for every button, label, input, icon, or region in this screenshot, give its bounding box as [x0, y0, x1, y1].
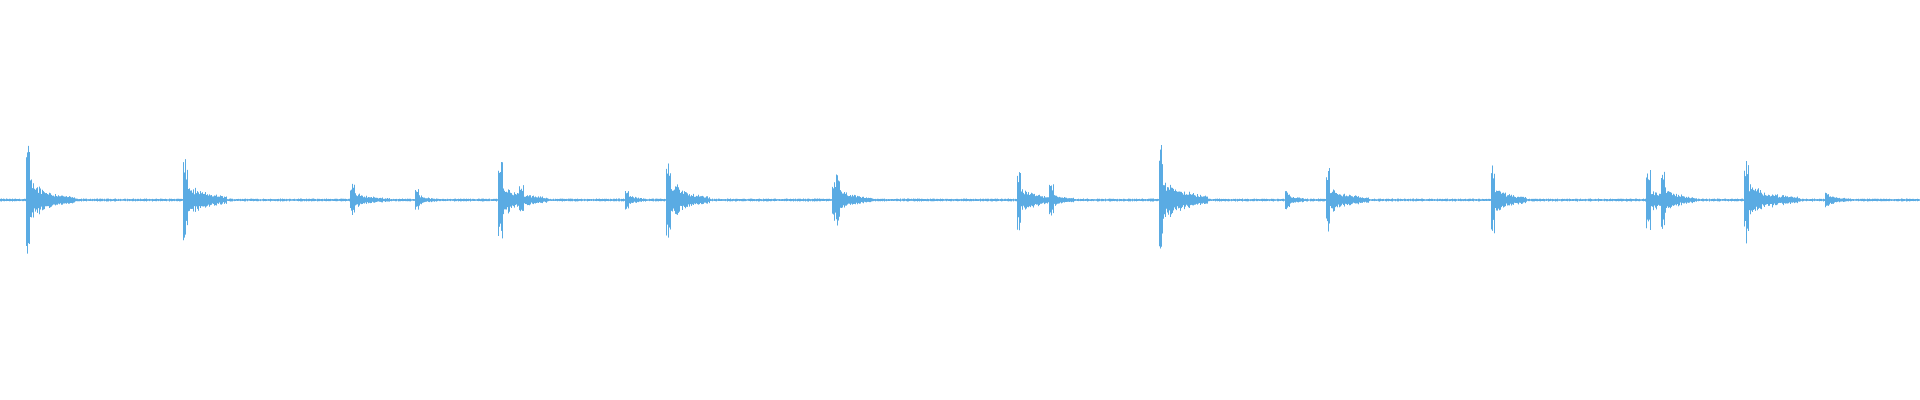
waveform-path [0, 144, 1920, 254]
waveform-samples [0, 144, 1920, 254]
